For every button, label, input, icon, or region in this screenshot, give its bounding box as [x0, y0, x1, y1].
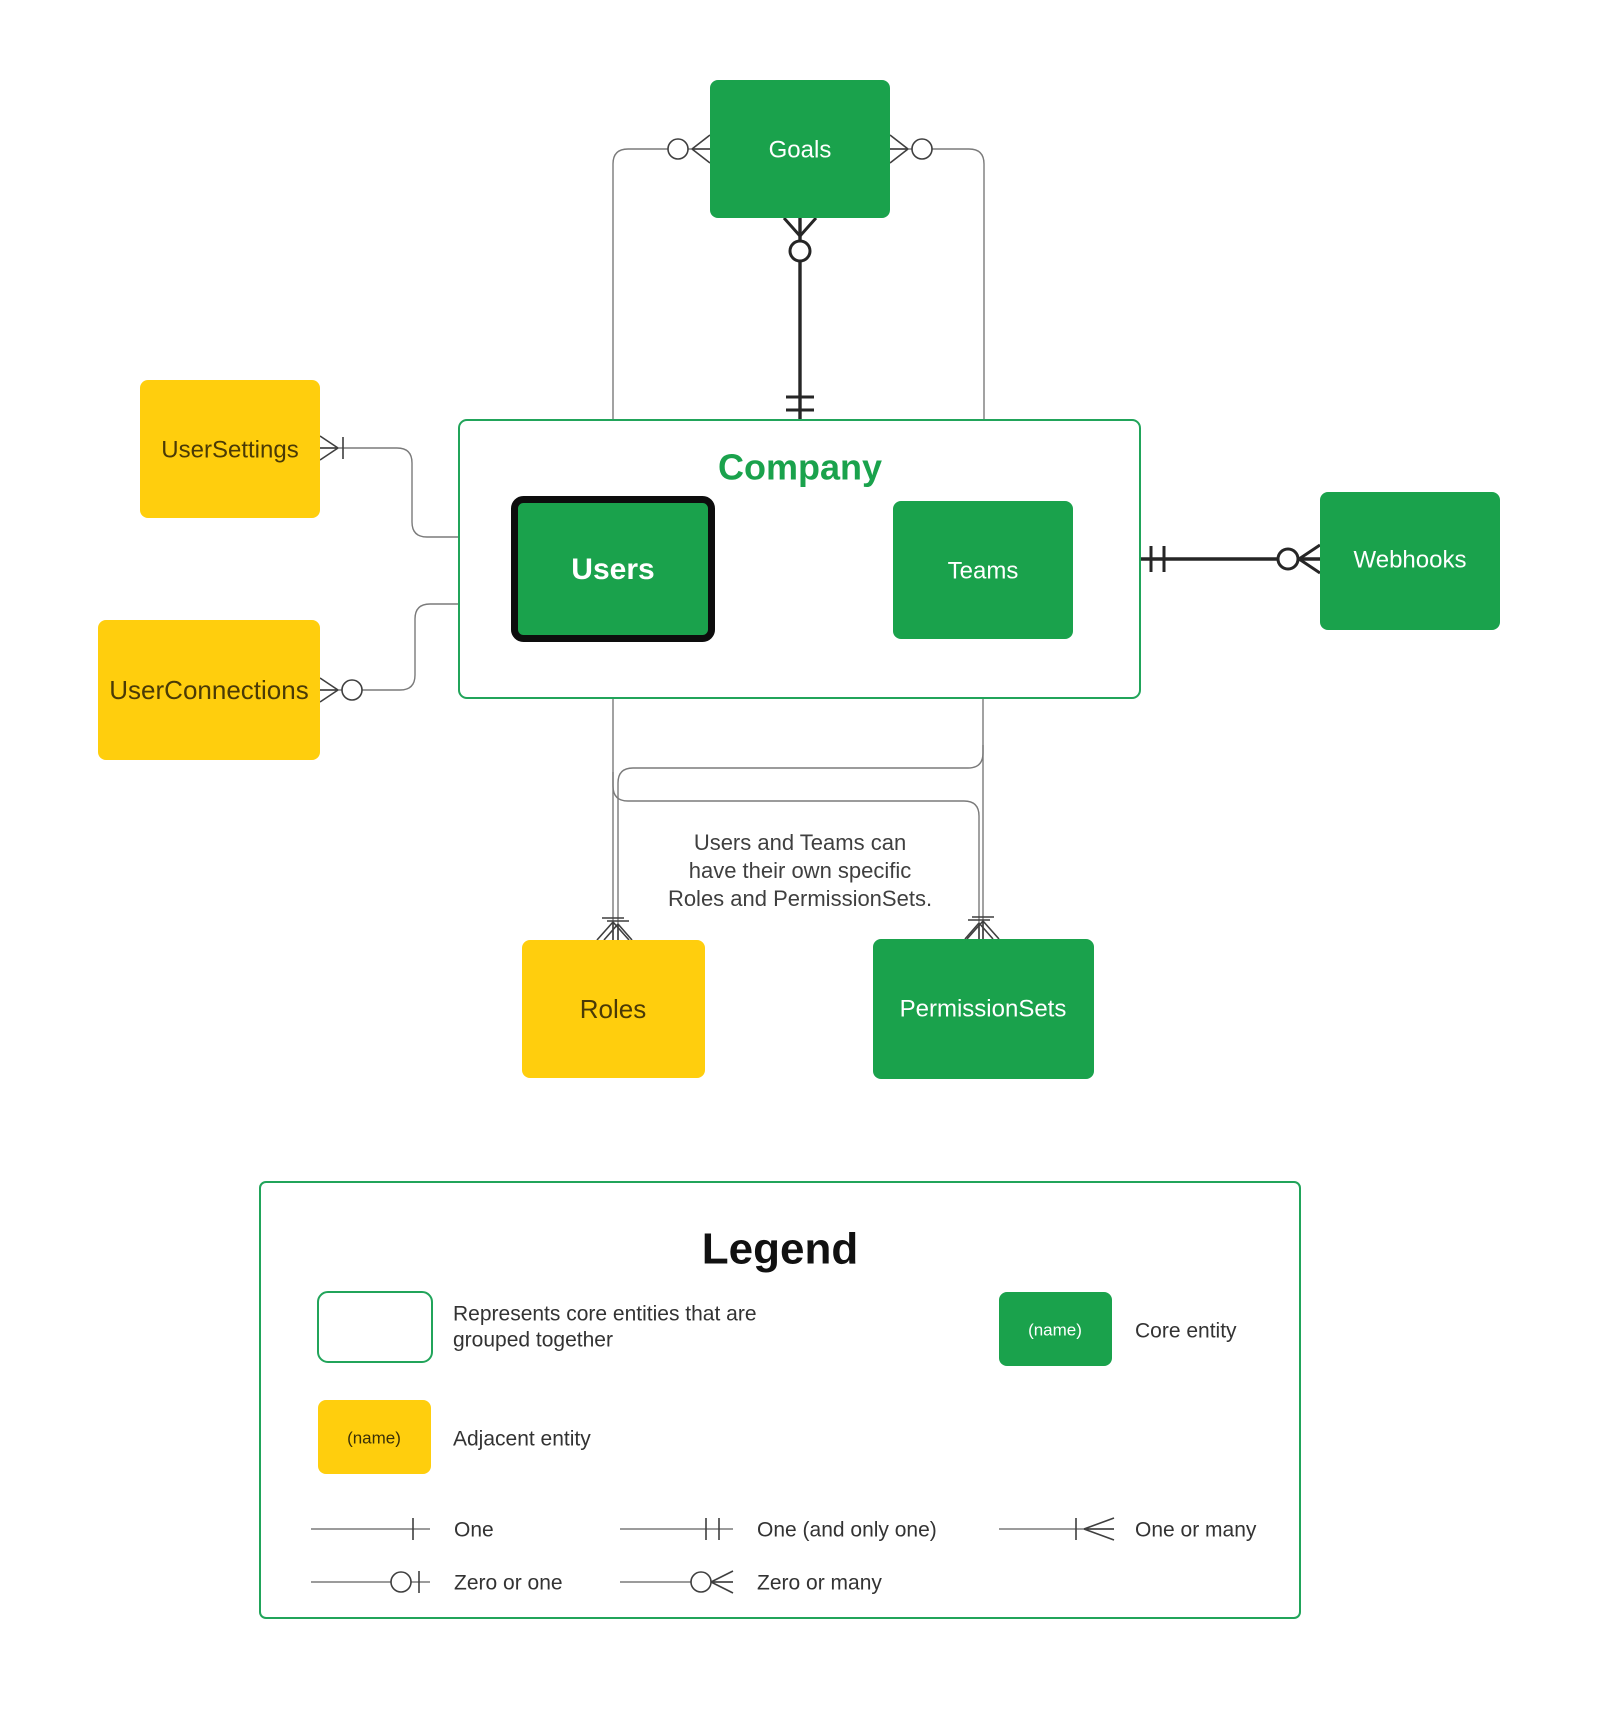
legend-group-desc-2: grouped together	[453, 1329, 613, 1352]
legend-symbol-one-or-many	[999, 1517, 1115, 1541]
legend-adjacent-name-placeholder: (name)	[347, 1428, 401, 1447]
legend-core-entity-sample	[999, 1292, 1112, 1366]
legend-group-sample	[317, 1291, 433, 1363]
connector-teams-roles[interactable]	[617, 745, 984, 940]
legend-adjacent-entity-sample	[318, 1400, 431, 1474]
note-line-3: Roles and PermissionSets.	[668, 886, 932, 911]
connector-goals-teams[interactable]	[890, 148, 985, 501]
legend-symbol-one-and-only-one	[620, 1518, 733, 1540]
entity-webhooks[interactable]: Webhooks	[1320, 492, 1500, 630]
roles-label: Roles	[580, 994, 646, 1024]
cardinality-one-and-only-one-at-company-top	[786, 395, 814, 412]
entity-goals[interactable]: Goals	[710, 80, 890, 218]
cardinality-zero-or-many-at-goals-right	[889, 134, 933, 164]
cardinality-one-and-only-one-at-company-right	[1149, 546, 1166, 572]
cardinality-zero-or-many-at-webhooks	[1276, 543, 1321, 575]
legend-box	[259, 1181, 1301, 1619]
connector-users-permissionsets[interactable]	[612, 772, 980, 939]
legend-label-one-and-only-one: One (and only one)	[757, 1519, 937, 1542]
legend-label-one-or-many: One or many	[1135, 1519, 1257, 1542]
goals-label: Goals	[769, 136, 832, 163]
usersettings-label: UserSettings	[161, 436, 298, 463]
userconnections-label: UserConnections	[109, 675, 308, 705]
legend-core-entity-label: Core entity	[1135, 1320, 1237, 1343]
permissionsets-label: PermissionSets	[900, 995, 1067, 1022]
legend: Legend Represents core entities that are…	[259, 1181, 1301, 1619]
webhooks-label: Webhooks	[1354, 546, 1467, 573]
teams-label: Teams	[948, 557, 1019, 584]
legend-symbol-zero-or-many	[620, 1570, 734, 1594]
entity-teams[interactable]: Teams	[893, 501, 1073, 639]
cardinality-one-or-many-at-usersettings	[319, 435, 344, 461]
connector-userconnections-users[interactable]	[320, 603, 511, 691]
entity-roles[interactable]: Roles	[522, 940, 705, 1078]
note-users-teams: Users and Teams can have their own speci…	[668, 830, 932, 911]
entity-userconnections[interactable]: UserConnections	[98, 620, 320, 760]
cardinality-zero-or-many-at-userconnections	[319, 677, 363, 703]
connector-usersettings-users[interactable]	[320, 447, 511, 538]
connector-goals-users[interactable]	[612, 148, 710, 496]
entity-permissionsets[interactable]: PermissionSets	[873, 939, 1094, 1079]
cardinality-zero-or-many-at-goals-bottom	[782, 217, 818, 263]
legend-adjacent-entity-label: Adjacent entity	[453, 1428, 591, 1451]
legend-title: Legend	[702, 1225, 858, 1274]
cardinality-one-or-many-at-permissionsets-top	[964, 916, 1000, 940]
legend-symbol-one	[311, 1518, 430, 1540]
legend-label-one: One	[454, 1519, 494, 1542]
legend-label-zero-or-many: Zero or many	[757, 1572, 882, 1595]
company-label: Company	[718, 447, 882, 488]
legend-symbol-zero-or-one	[311, 1571, 430, 1593]
legend-group-desc-1: Represents core entities that are	[453, 1303, 757, 1326]
cardinality-zero-or-many-at-goals-left	[667, 134, 711, 164]
note-line-2: have their own specific	[689, 858, 912, 883]
legend-core-name-placeholder: (name)	[1028, 1320, 1082, 1339]
cardinality-one-or-many-at-roles-top	[596, 917, 633, 941]
note-line-1: Users and Teams can	[694, 830, 906, 855]
entity-users[interactable]: Users	[511, 496, 715, 642]
users-label: Users	[571, 553, 654, 586]
entity-usersettings[interactable]: UserSettings	[140, 380, 320, 518]
legend-label-zero-or-one: Zero or one	[454, 1572, 563, 1595]
